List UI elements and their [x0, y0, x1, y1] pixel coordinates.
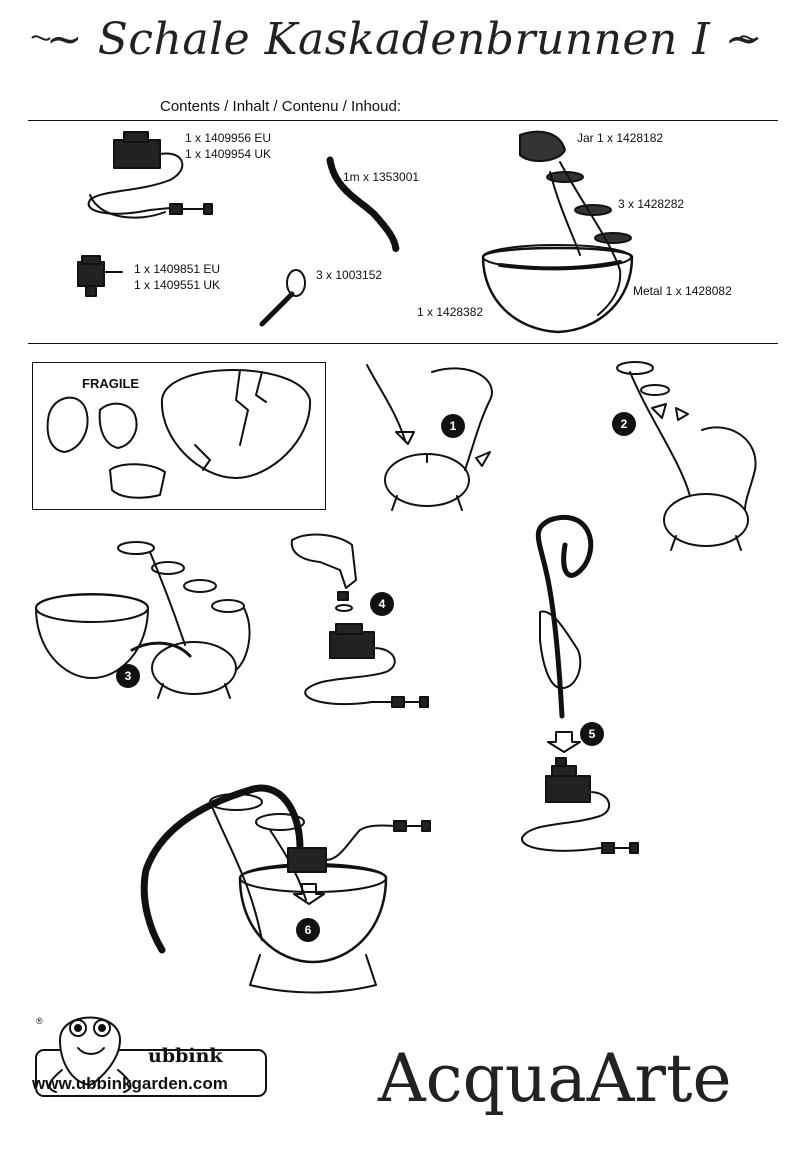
step-5-marker: 5: [580, 722, 604, 746]
pump-icon: [87, 131, 213, 219]
top-divider: [28, 120, 778, 121]
bowl-place-3: [35, 541, 251, 699]
cable-tie-icon: [259, 269, 306, 327]
hose-pump-5: [521, 515, 639, 854]
jar-code: Jar 1 x 1428182: [577, 131, 664, 145]
step-2-marker: 2: [612, 412, 636, 436]
stand-assembly-1: [366, 364, 493, 511]
step-6-marker: 6: [296, 918, 320, 942]
adapter-code-eu: 1 x 1409851 EU: [134, 262, 221, 276]
frog-logo-icon: [35, 1016, 267, 1097]
fragile-label: FRAGILE: [82, 376, 140, 391]
stand-code: Metal 1 x 1428082: [633, 284, 732, 298]
pump-assembly-4: [290, 533, 429, 708]
step-1-marker: 1: [441, 414, 465, 438]
step-4-marker: 4: [370, 592, 394, 616]
adapter-icon: [77, 255, 123, 297]
step-3-marker: 3: [116, 664, 140, 688]
fountain-assembly-6: [140, 784, 431, 994]
bowls-code: 3 x 1428282: [618, 197, 685, 211]
broken-jar-icon: [46, 396, 166, 499]
broken-bowl-icon: [160, 369, 312, 479]
ties-code: 3 x 1003152: [316, 268, 383, 282]
brand-name: ubbink: [148, 1045, 223, 1067]
website-url[interactable]: www.ubbinkgarden.com: [32, 1074, 228, 1093]
middle-divider: [28, 343, 778, 344]
contents-heading: Contents / Inhalt / Contenu / Inhoud:: [160, 98, 401, 115]
registered-mark: ®: [36, 1016, 43, 1026]
pump-code-eu: 1 x 1409956 EU: [185, 131, 272, 145]
fragile-box: [32, 362, 326, 510]
hose-icon: [326, 156, 400, 254]
page-title: ~ Schale Kaskadenbrunnen I ~: [45, 14, 763, 65]
stand-assembly-2: [616, 361, 757, 551]
fountain-contents-icon: [481, 130, 634, 334]
base-bowl-code: 1 x 1428382: [417, 305, 484, 319]
adapter-code-uk: 1 x 1409551 UK: [134, 278, 221, 292]
product-line-logo: AcquaArte: [378, 1040, 732, 1117]
hose-code: 1m x 1353001: [343, 170, 420, 184]
pump-code-uk: 1 x 1409954 UK: [185, 147, 272, 161]
